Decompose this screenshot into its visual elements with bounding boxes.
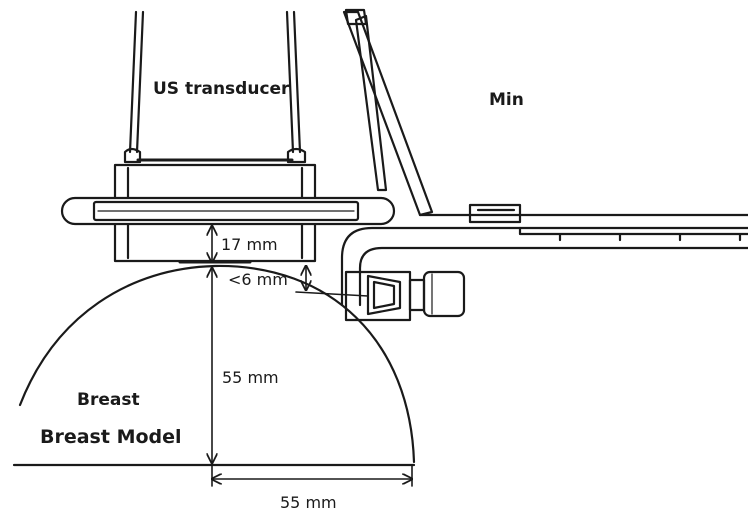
arm-rear-strut bbox=[354, 14, 388, 192]
us-transducer bbox=[60, 10, 396, 264]
transducer-left-rod bbox=[128, 10, 138, 154]
min-label: Min bbox=[489, 90, 524, 110]
transducer-right-joint bbox=[286, 147, 307, 164]
transducer-label: US transducer bbox=[153, 79, 290, 99]
rail-notches bbox=[518, 226, 748, 242]
needle-holder-cone bbox=[366, 274, 402, 316]
clearance-label: <6 mm bbox=[228, 270, 288, 289]
width-label: 55 mm bbox=[280, 493, 337, 512]
curved-frame bbox=[340, 226, 748, 307]
biopsy-needle bbox=[295, 291, 369, 297]
breast-model-outline bbox=[18, 264, 416, 464]
arm-upper-strut bbox=[342, 10, 434, 217]
needle-holder-knob bbox=[422, 270, 466, 318]
transducer-right-rod-inner bbox=[292, 10, 302, 154]
needle-guide-mechanism bbox=[295, 8, 748, 322]
arm-top-joint bbox=[344, 8, 368, 26]
transducer-left-rod-inner bbox=[135, 10, 145, 154]
height-label: 55 mm bbox=[222, 368, 279, 387]
transducer-right-rod bbox=[285, 10, 295, 154]
needle-holder-cone-inner bbox=[372, 280, 396, 310]
curved-frame-inner bbox=[358, 246, 748, 307]
needle-holder-bracket bbox=[344, 270, 412, 322]
dimensions bbox=[212, 226, 412, 487]
breast-label: Breast bbox=[77, 390, 140, 410]
needle-holder-cap bbox=[408, 278, 426, 312]
gap-label: 17 mm bbox=[221, 235, 278, 254]
transducer-crossbar-inner bbox=[92, 200, 360, 222]
rail-top-plate bbox=[468, 203, 522, 224]
breast-model bbox=[12, 264, 416, 467]
breast-model-label: Breast Model bbox=[40, 426, 182, 448]
